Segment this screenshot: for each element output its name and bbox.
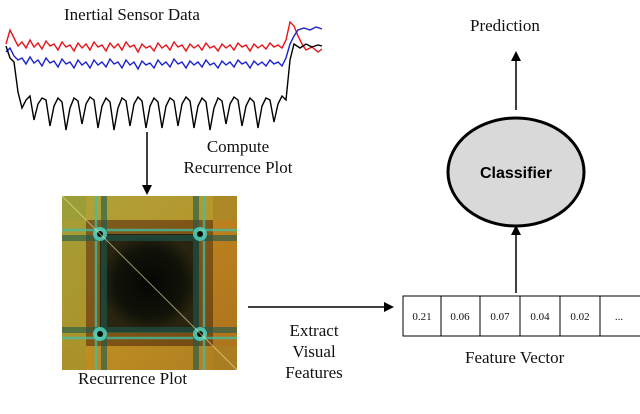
feature-value: 0.07 (490, 311, 510, 323)
recurrence-plot-image (61, 195, 238, 371)
feature-value: 0.02 (570, 311, 589, 323)
feature-value: ... (615, 311, 624, 323)
sensor-signal-chart (5, 20, 323, 131)
classifier-node (446, 116, 586, 228)
classifier-label: Classifier (480, 165, 552, 182)
signal-red-line (5, 20, 323, 54)
feature-cell-box (519, 295, 561, 337)
compute-step-line2: Recurrence Plot (183, 158, 293, 177)
feature-value: 0.04 (530, 311, 550, 323)
extract-step-label: Extract Visual Features (262, 320, 366, 383)
signal-blue-line (5, 26, 323, 71)
feature-value: 0.06 (450, 311, 470, 323)
feature-cell-box (440, 295, 481, 337)
extract-step-line1: Extract (289, 321, 339, 340)
compute-step-label: Compute Recurrence Plot (158, 136, 318, 178)
feature-cell-box (402, 295, 442, 337)
feature-vector (402, 295, 640, 337)
sensor-data-title: Inertial Sensor Data (64, 5, 200, 24)
feature-cell-box (599, 295, 640, 337)
feature-cell-box (559, 295, 601, 337)
feature-vector-caption: Feature Vector (465, 348, 565, 367)
signal-black-line (5, 42, 323, 131)
feature-value: 0.21 (412, 311, 431, 323)
recurrence-plot-caption: Recurrence Plot (78, 369, 188, 388)
prediction-label: Prediction (470, 16, 540, 35)
extract-step-line2: Visual (292, 342, 336, 361)
compute-step-line1: Compute (206, 137, 270, 156)
extract-step-line3: Features (285, 363, 343, 382)
feature-cell-box (479, 295, 521, 337)
